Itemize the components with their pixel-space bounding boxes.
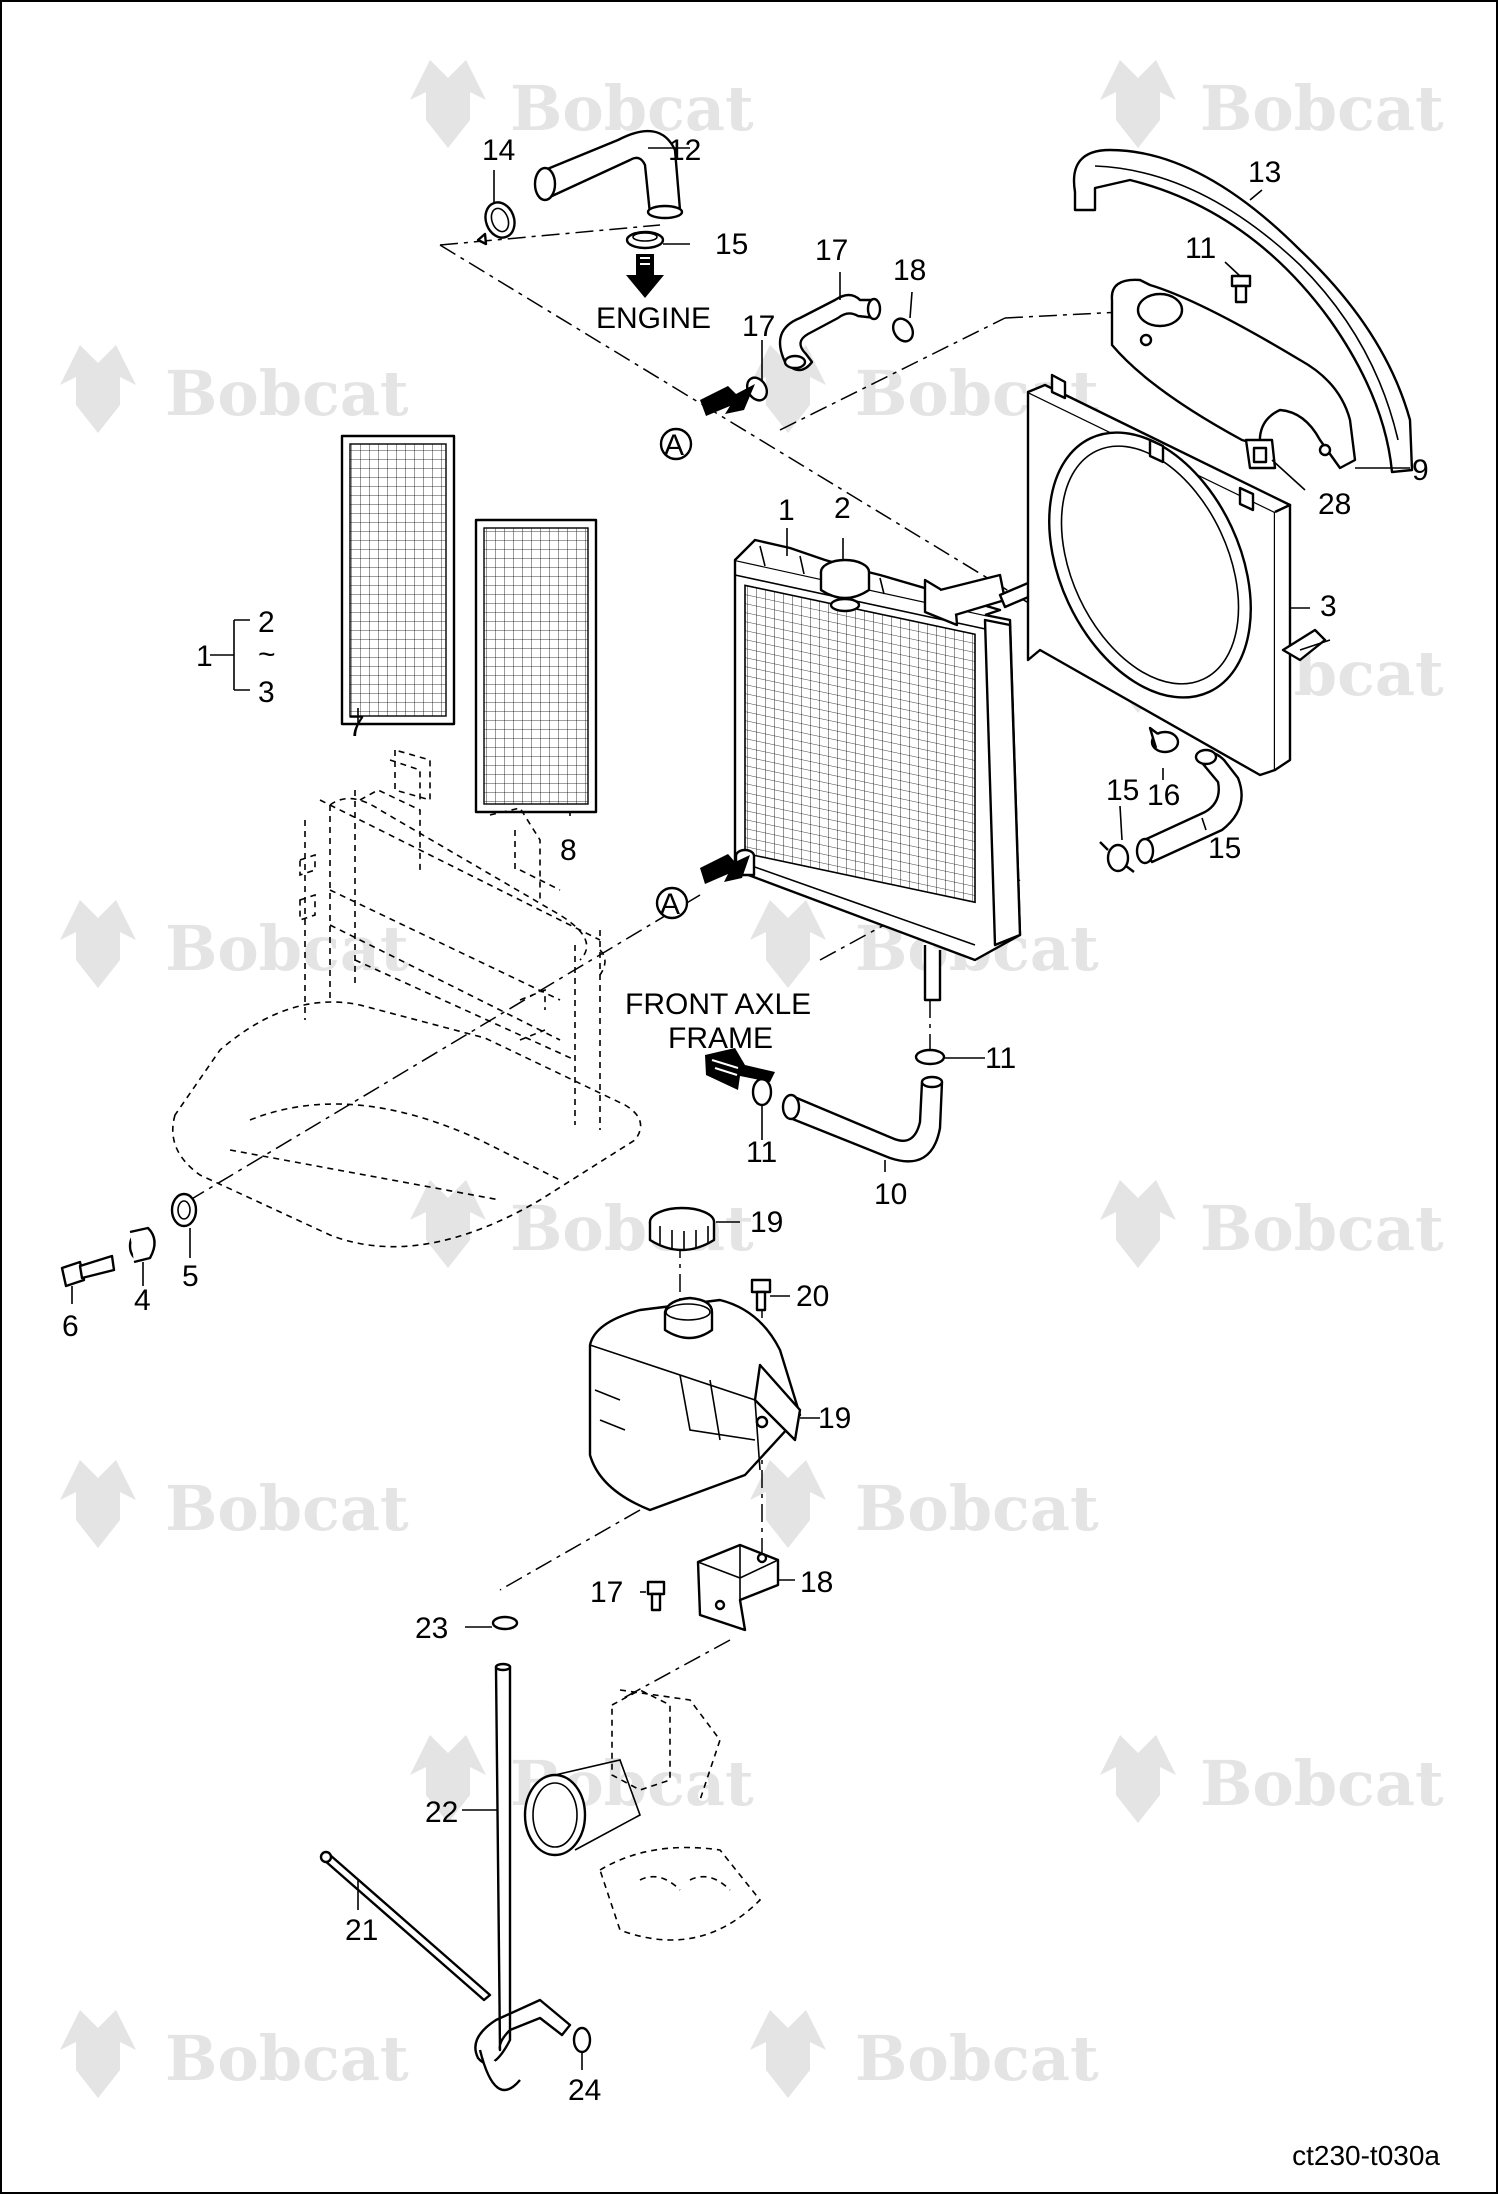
callout-group-main: 1 (196, 640, 213, 673)
front-axle-note: FRAME (668, 1022, 773, 1055)
shroud-plate-9 (1110, 278, 1357, 470)
watermark-text: Bobcat (165, 912, 409, 985)
mount-5 (170, 1192, 198, 1228)
callout-15: 14 (482, 134, 515, 167)
bolt-12 (1230, 274, 1252, 304)
engine-fragment (523, 1689, 762, 1941)
front-axle-note: FRONT AXLE (625, 988, 811, 1021)
callout-17: 16 (1147, 779, 1180, 812)
callout-group-tilde: ~ (258, 638, 276, 671)
callout-25: 21 (345, 1914, 378, 1947)
level-rod-25 (319, 1850, 492, 2002)
callout-6: 6 (62, 1310, 79, 1343)
bolt-6 (60, 1254, 116, 1288)
callout-23: 19 (750, 1206, 783, 1239)
reference-arrow-a-upper: A (659, 384, 755, 462)
callout-26: 22 (425, 1796, 458, 1829)
callout-28: 28 (1318, 488, 1351, 521)
hose-clamp-11a (914, 1048, 946, 1066)
front-axle-arrow (705, 1048, 775, 1090)
callout-20: 17 (590, 1576, 623, 1609)
watermark-text: Bobcat (855, 1472, 1099, 1545)
callout-group-to: 3 (258, 676, 275, 709)
hose-clamp-27b (572, 2026, 592, 2054)
callout-27: 23 (415, 1612, 448, 1645)
callout-11: 11 (985, 1042, 1016, 1075)
callout-19: 17 (742, 310, 775, 343)
bolt-20 (646, 1580, 666, 1612)
drawing-code: ct230-t030a (1292, 2140, 1440, 2171)
engine-arrow (626, 254, 664, 298)
reference-letter: A (664, 429, 684, 462)
tank-cap-23 (648, 1206, 716, 1252)
lower-hose-10 (781, 1075, 944, 1163)
fan-shroud-3 (1026, 373, 1331, 777)
watermark-text: Bobcat (1200, 1192, 1444, 1265)
callout-group-from: 2 (258, 606, 275, 639)
callout-14: 12 (668, 134, 701, 167)
callout-19: 18 (893, 254, 926, 287)
callout-16: 15 (1208, 832, 1241, 865)
callout-17: 15 (1106, 774, 1139, 807)
callout-8: 8 (560, 834, 577, 867)
reference-letter: A (660, 888, 680, 921)
watermark-text: Bobcat (1200, 1747, 1444, 1820)
upper-hose-14 (533, 129, 684, 220)
mount-4 (128, 1226, 156, 1264)
callout-11: 11 (746, 1136, 777, 1169)
radiator-1 (733, 538, 1042, 1002)
radiator-frame (171, 748, 642, 1248)
callout-21: 18 (800, 1566, 833, 1599)
callout-10: 10 (874, 1178, 907, 1211)
hose-clamp-27a (491, 1615, 519, 1631)
watermark-text: Bobcat (1200, 72, 1444, 145)
callout-3: 3 (1320, 590, 1337, 623)
callout-7: 7 (348, 710, 365, 743)
screen-7 (340, 434, 456, 726)
watermark-text: Bobcat (855, 2022, 1099, 2095)
callout-18: 17 (815, 234, 848, 267)
bypass-hose-18 (778, 293, 882, 372)
bracket-21 (696, 1543, 780, 1632)
callout-15: 15 (715, 228, 748, 261)
overflow-tube-26 (474, 1662, 572, 2092)
callout-2: 2 (834, 492, 851, 525)
overflow-hose-16 (1135, 748, 1243, 865)
engine-note: ENGINE (596, 302, 711, 335)
hose-clamp-19b (891, 317, 915, 343)
callout-9: 9 (1412, 454, 1429, 487)
callout-4: 4 (134, 1284, 151, 1317)
callout-5: 5 (182, 1260, 199, 1293)
reserve-tank-22 (588, 1296, 802, 1512)
callout-24: 20 (796, 1280, 829, 1313)
watermark-text: Bobcat (165, 2022, 409, 2095)
callout-12: 11 (1185, 232, 1216, 265)
rubber-seal-13 (1072, 148, 1414, 474)
callout-1: 1 (778, 494, 795, 527)
hose-clamp-15a (476, 201, 516, 246)
hose-clamp-17a (1099, 841, 1135, 873)
watermark-text: Bobcat (510, 1192, 754, 1265)
reference-arrow-a-lower: A (655, 854, 750, 921)
hose-clamp-11b (751, 1077, 773, 1107)
hose-clamp-15b (625, 230, 665, 250)
cushion-28 (1244, 438, 1277, 470)
leader-lines (71, 147, 1410, 2070)
callout-numbers: 14 12 15 ENGINE 17 18 17 13 11 9 28 3 1 … (62, 134, 1429, 2107)
screen-8 (474, 518, 598, 814)
hose-clamp-17b (1148, 726, 1180, 754)
bolt-24 (750, 1278, 772, 1312)
watermark-text: Bobcat (165, 357, 409, 430)
callout-22: 19 (818, 1402, 851, 1435)
callout-27: 24 (568, 2074, 601, 2107)
callout-13: 13 (1248, 156, 1281, 189)
watermark-text: Bobcat (165, 1472, 409, 1545)
